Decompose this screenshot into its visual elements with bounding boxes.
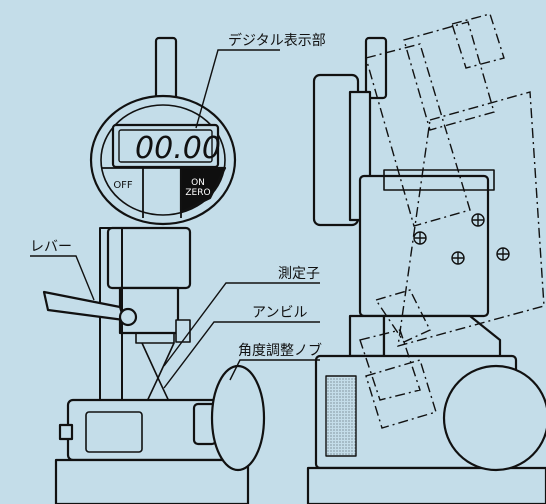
on-button-label[interactable]: ON xyxy=(191,178,205,188)
label-lever: レバー xyxy=(30,239,72,255)
lever-leader xyxy=(30,255,95,301)
anvil-leader xyxy=(163,321,320,389)
front-view xyxy=(42,36,266,504)
display-leader xyxy=(195,49,280,129)
gauge-body xyxy=(106,226,192,290)
spindle-top xyxy=(154,36,178,102)
spindle-leader xyxy=(163,282,320,367)
base-plate xyxy=(54,458,250,504)
side-body xyxy=(358,174,490,318)
label-anvil: アンビル xyxy=(252,305,307,321)
off-button-label[interactable]: OFF xyxy=(113,180,133,191)
angle-knob[interactable] xyxy=(210,364,266,472)
label-spindle: 測定子 xyxy=(278,266,320,282)
side-base-plate xyxy=(306,466,546,504)
tilted-phantom-outline xyxy=(359,13,545,429)
side-view xyxy=(306,36,546,504)
side-knob xyxy=(442,364,546,472)
callout-lines xyxy=(30,49,320,389)
lcd-reading: 00.00 xyxy=(135,131,221,166)
label-knob: 角度調整ノブ xyxy=(238,342,322,359)
knob-leader xyxy=(229,359,320,381)
on-zero-button[interactable] xyxy=(179,166,227,214)
spindle-tip xyxy=(141,342,175,379)
lever[interactable] xyxy=(42,290,126,322)
zero-button-label[interactable]: ZERO xyxy=(185,188,210,198)
side-spindle-top xyxy=(364,36,388,100)
side-anvil-block xyxy=(348,314,386,358)
label-display: デジタル表示部 xyxy=(228,32,326,49)
